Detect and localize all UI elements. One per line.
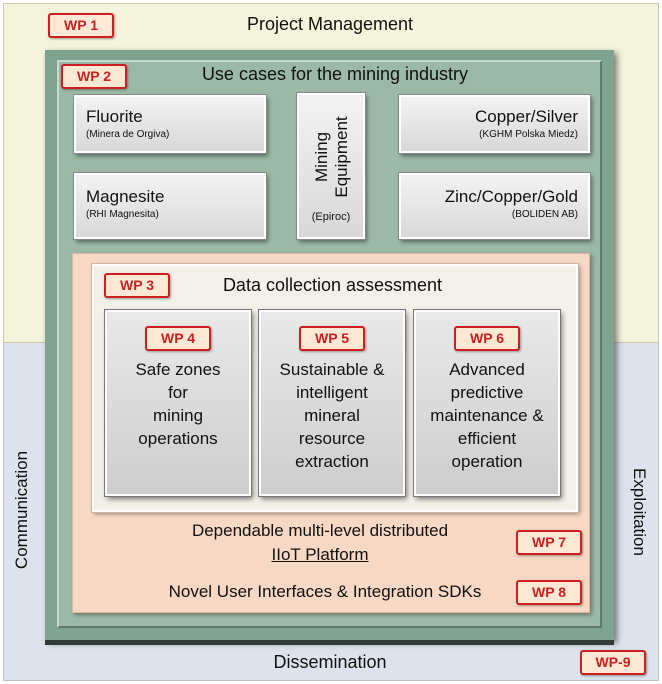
iiot-platform-line1: Dependable multi-level distributed <box>191 521 449 540</box>
wp3-label: WP 3 <box>104 273 170 298</box>
use-case-name: Copper/Silver <box>475 107 578 126</box>
project-management-title: Project Management <box>246 14 414 34</box>
mining-equipment-org: (Epiroc) <box>311 211 351 223</box>
use-case-copper-silver: Copper/Silver (KGHM Polska Miedz) <box>398 94 591 154</box>
use-case-org: (Minera de Orgiva) <box>86 129 170 140</box>
use-cases-title: Use cases for the mining industry <box>201 64 469 84</box>
data-collection-title: Data collection assessment <box>222 275 443 295</box>
wp5-label: WP 5 <box>299 326 365 351</box>
wp6-label: WP 6 <box>454 326 520 351</box>
use-case-org: (KGHM Polska Miedz) <box>479 129 578 140</box>
use-case-name: Zinc/Copper/Gold <box>444 187 578 206</box>
wp4-text: Safe zones for mining operations <box>135 360 221 448</box>
wp5-text: Sustainable & intelligent mineral resour… <box>279 360 385 471</box>
wp4-box: WP 4 Safe zones for mining operations <box>104 309 252 497</box>
dissemination-label: Dissemination <box>273 652 387 672</box>
wp4-label: WP 4 <box>145 326 211 351</box>
wp2-label: WP 2 <box>61 64 127 89</box>
use-case-fluorite: Fluorite (Minera de Orgiva) <box>73 94 267 154</box>
wp6-box: WP 6 Advanced predictive maintenance & e… <box>413 309 561 497</box>
use-case-magnesite: Magnesite (RHI Magnesita) <box>73 172 267 240</box>
use-case-mining-equipment: Mining Equipment (Epiroc) <box>296 92 366 240</box>
use-case-name: Fluorite <box>86 107 143 126</box>
user-interfaces-text: Novel User Interfaces & Integration SDKs <box>168 582 482 601</box>
wp6-text: Advanced predictive maintenance & effici… <box>430 360 544 471</box>
use-case-name: Magnesite <box>86 187 165 206</box>
wp7-label: WP 7 <box>516 530 582 555</box>
use-case-org: (RHI Magnesita) <box>86 209 159 220</box>
use-case-org: (BOLIDEN AB) <box>511 209 578 220</box>
iiot-platform-line2: IIoT Platform <box>271 545 369 564</box>
exploitation-label: Exploitation <box>630 468 649 556</box>
wp8-label: WP 8 <box>516 580 582 605</box>
wp5-box: WP 5 Sustainable & intelligent mineral r… <box>258 309 406 497</box>
wp9-label: WP-9 <box>580 650 646 675</box>
use-case-zinc-copper-gold: Zinc/Copper/Gold (BOLIDEN AB) <box>398 172 591 240</box>
wp1-label: WP 1 <box>48 13 114 38</box>
mining-equipment-name: Mining Equipment <box>312 116 351 198</box>
communication-label: Communication <box>12 450 31 570</box>
